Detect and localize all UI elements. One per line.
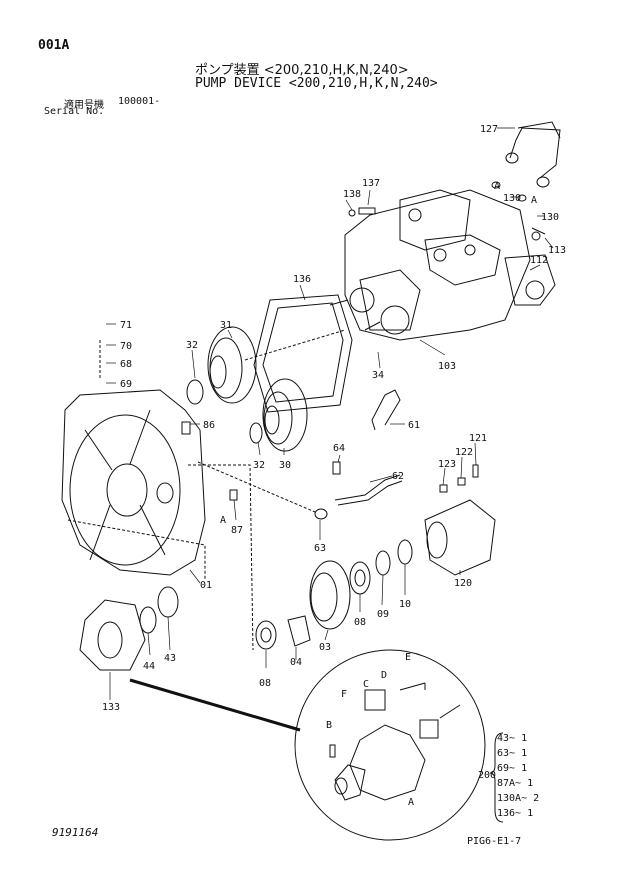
callout-64: 64: [333, 443, 345, 454]
kit-item: 43~ 1: [497, 733, 528, 744]
callout-121: 121: [469, 433, 487, 444]
callout-32-1: 32: [186, 340, 198, 351]
gasket-136: [253, 294, 353, 413]
callout-03: 03: [319, 642, 331, 653]
page-code: 001A: [38, 38, 70, 53]
callout-08-2: 08: [259, 678, 271, 689]
kit-item: 130A~ 2: [497, 793, 540, 804]
pump-regulator-assembly: [329, 189, 556, 341]
pipe-127: [509, 127, 561, 179]
page-reference: PIG6-E1-7: [467, 836, 522, 847]
callout-09: 09: [377, 609, 389, 620]
callout-D: D: [381, 670, 387, 681]
callout-130-1: 130: [503, 193, 521, 204]
callout-112: 112: [530, 255, 548, 266]
page-title-english: PUMP DEVICE <200,210,H,K,N,240>: [195, 76, 438, 91]
callout-A-2: A: [531, 195, 537, 206]
serial-label-japanese: 適用号機: [64, 100, 104, 111]
callout-133: 133: [102, 702, 120, 713]
callout-62: 62: [392, 471, 404, 482]
kit-item: 136~ 1: [497, 808, 534, 819]
serial-label-english: Serial No.: [44, 106, 105, 117]
callout-113: 113: [548, 245, 566, 256]
callout-86: 86: [203, 420, 215, 431]
callout-A-4: A: [408, 797, 414, 808]
callout-F: F: [341, 689, 347, 700]
gear-03: [309, 560, 351, 630]
callout-10: 10: [399, 599, 411, 610]
kit-item: 69~ 1: [497, 763, 528, 774]
callout-137: 137: [362, 178, 380, 189]
coupling-133: [79, 599, 146, 671]
callout-122: 122: [455, 447, 473, 458]
callout-A-3: A: [220, 515, 226, 526]
serial-value: 100001-: [118, 96, 161, 107]
kit-parent-number: 200: [478, 770, 497, 781]
callout-68: 68: [120, 359, 132, 370]
callout-103: 103: [438, 361, 456, 372]
callout-34: 34: [372, 370, 384, 381]
kit-item: 63~ 1: [497, 748, 528, 759]
callout-120: 120: [454, 578, 472, 589]
callout-123: 123: [438, 459, 456, 470]
callout-08-1: 08: [354, 617, 366, 628]
callout-C: C: [363, 679, 369, 690]
housing-01: [61, 389, 206, 576]
document-number: 9191164: [52, 826, 99, 839]
detail-view-circle: [294, 649, 486, 841]
gear-31: [207, 326, 257, 404]
coupling-detail: [329, 682, 461, 801]
callout-136: 136: [293, 274, 311, 285]
callout-69: 69: [120, 379, 132, 390]
callout-71: 71: [120, 320, 132, 331]
callout-31: 31: [220, 320, 232, 331]
callout-01: 01: [200, 580, 212, 591]
page-title-japanese: ポンプ装置 <200,210,H,K,N,240>: [195, 63, 409, 78]
callout-70: 70: [120, 341, 132, 352]
callout-130-2: 130: [541, 212, 559, 223]
gear-pump-120: [424, 499, 496, 576]
callout-63: 63: [314, 543, 326, 554]
callout-87: 87: [231, 525, 243, 536]
kit-item: 87A~ 1: [497, 778, 534, 789]
callout-04: 04: [290, 657, 302, 668]
callout-43: 43: [164, 653, 176, 664]
callout-32-2: 32: [253, 460, 265, 471]
callout-E: E: [405, 652, 411, 663]
callout-B: B: [326, 720, 332, 731]
callout-127: 127: [480, 124, 498, 135]
callout-A-1: A: [494, 181, 500, 192]
gear-30: [262, 378, 308, 452]
callout-61: 61: [408, 420, 420, 431]
callout-30: 30: [279, 460, 291, 471]
callout-44: 44: [143, 661, 155, 672]
callout-138: 138: [343, 189, 361, 200]
